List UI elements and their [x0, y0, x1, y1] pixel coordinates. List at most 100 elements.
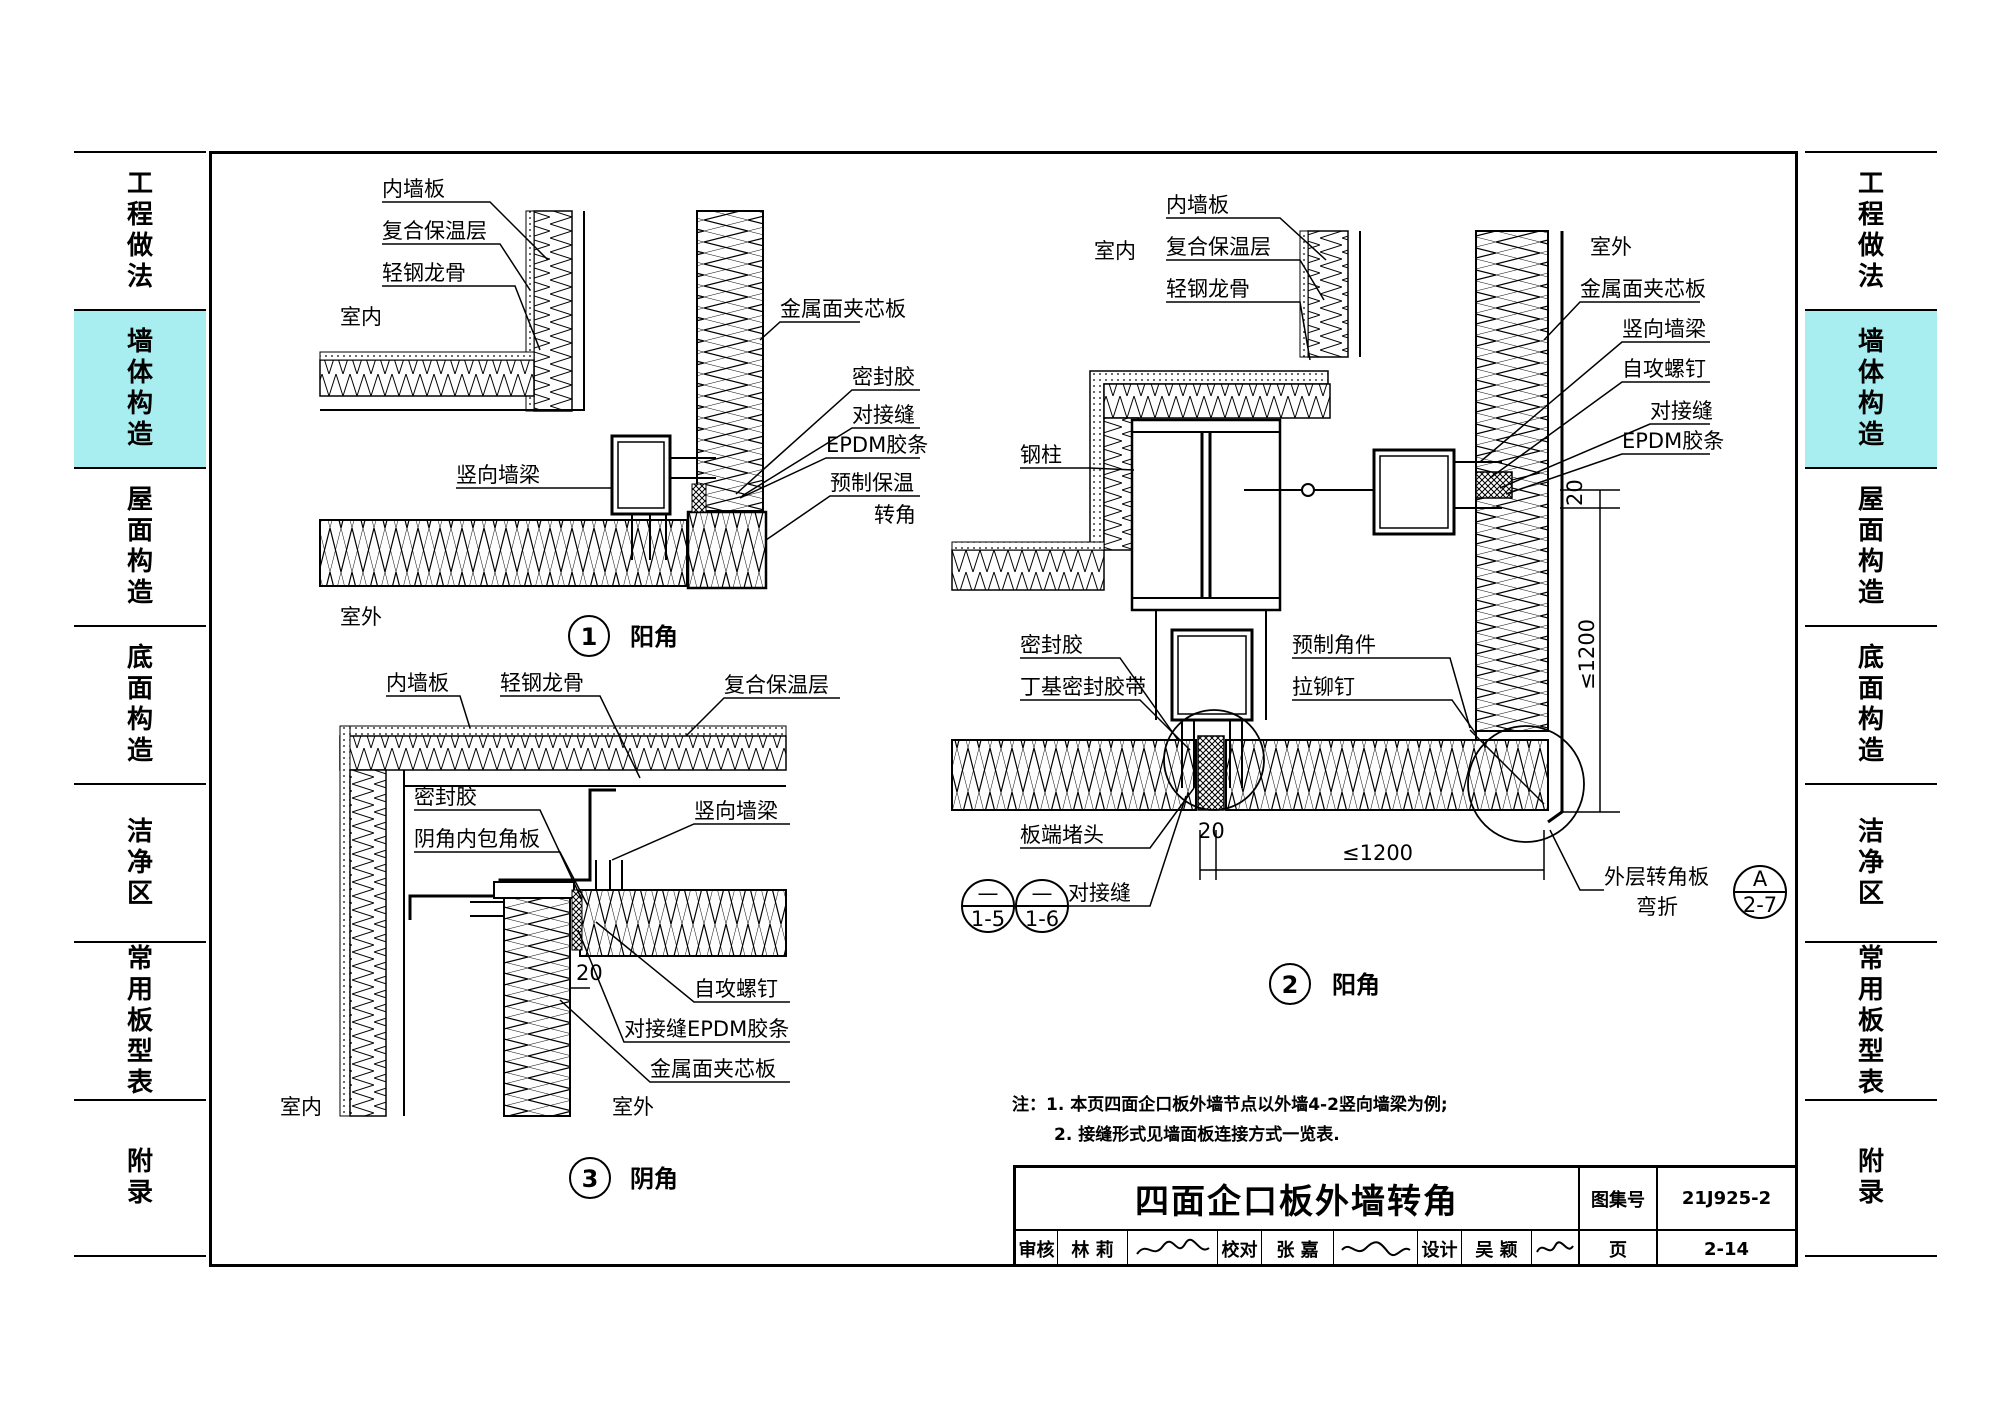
label-outdoor: 室外 — [612, 1095, 654, 1119]
vertical-wall-beam — [610, 434, 672, 516]
label-outdoor: 室外 — [1590, 235, 1632, 259]
label-self-tapping-screw: 自攻螺钉 — [694, 977, 778, 1001]
signature-image — [1135, 1238, 1210, 1255]
designer-signature — [1532, 1231, 1580, 1267]
nav-tab-label: 墙体构造 — [126, 327, 153, 450]
check-label: 校对 — [1218, 1231, 1262, 1267]
detail-2-outside-corner: 20 ≤1200 20 ≤1200 内墙板 室内 复合保温层 轻钢龙骨 室外 金… — [951, 193, 1787, 1005]
nav-tab-engineering[interactable]: 工程做法 — [74, 151, 206, 309]
nav-tab-panel-table[interactable]: 常用板型表 — [1805, 941, 1937, 1099]
label-self-tapping-screw: 自攻螺钉 — [1622, 357, 1706, 381]
nav-tab-label: 墙体构造 — [1857, 327, 1884, 450]
note-line-2: 2. 接缝形式见墙面板连接方式一览表. — [1054, 1125, 1340, 1145]
label-outer-corner-plate: 外层转角板 — [1604, 865, 1709, 889]
nav-tab-wall-construction[interactable]: 墙体构造 — [74, 309, 206, 467]
title-block: 四面企口板外墙转角 图集号 21J925-2 审核 林 莉 校对 张 嘉 设计 … — [1013, 1165, 1798, 1267]
label-inner-corner-plate: 阴角内包角板 — [414, 827, 540, 851]
label-corner: 转角 — [874, 503, 916, 527]
drawing-title: 四面企口板外墙转角 — [1016, 1168, 1580, 1231]
nav-tab-appendix[interactable]: 附录 — [1805, 1099, 1937, 1257]
design-label: 设计 — [1418, 1231, 1462, 1267]
label-butyl-tape: 丁基密封胶带 — [1020, 675, 1146, 699]
nav-tab-roof-construction[interactable]: 屋面构造 — [1805, 467, 1937, 625]
label-butt-joint: 对接缝 — [1650, 399, 1713, 423]
metal-sandwich-panel-vertical — [696, 210, 764, 512]
ref-bottom: 1-5 — [971, 907, 1005, 931]
inner-panel-horizontal — [1103, 383, 1331, 419]
label-inner-panel: 内墙板 — [386, 671, 449, 695]
label-butt-joint-epdm: 对接缝EPDM胶条 — [624, 1017, 789, 1041]
ref-bottom: 1-6 — [1025, 907, 1059, 931]
nav-tab-label: 常用板型表 — [1857, 943, 1884, 1098]
nav-tab-label: 工程做法 — [126, 169, 153, 292]
detail-caption: 阳角 — [630, 623, 678, 651]
drawing-frame — [209, 151, 1798, 1267]
label-composite-insulation: 复合保温层 — [1166, 235, 1271, 259]
label-sealant: 密封胶 — [1020, 633, 1083, 657]
nav-tab-bottom-construction[interactable]: 底面构造 — [74, 625, 206, 783]
label-panel-end-cap: 板端堵头 — [1020, 823, 1104, 847]
label-inner-panel: 内墙板 — [382, 177, 445, 201]
label-epdm-strip: EPDM胶条 — [1622, 429, 1724, 453]
atlas-number-label: 图集号 — [1580, 1168, 1658, 1231]
inner-panel-vertical — [533, 210, 573, 412]
left-section-nav: 工程做法 墙体构造 屋面构造 底面构造 洁净区 常用板型表 附录 — [74, 151, 206, 1257]
dim-1200-vertical: ≤1200 — [1575, 619, 1599, 690]
nav-tab-clean-zone[interactable]: 洁净区 — [74, 783, 206, 941]
detail-number: 3 — [582, 1165, 599, 1193]
detail-number: 1 — [581, 623, 598, 651]
label-inner-panel: 内墙板 — [1166, 193, 1229, 217]
section-ref-1-5[interactable]: — 1-5 — [961, 879, 1015, 933]
label-sealant: 密封胶 — [414, 785, 477, 809]
metal-sandwich-panel-horizontal — [579, 889, 787, 957]
label-rivet: 拉铆钉 — [1292, 675, 1355, 699]
label-composite-insulation: 复合保温层 — [724, 673, 829, 697]
label-indoor: 室内 — [340, 305, 382, 329]
nav-tab-label: 工程做法 — [1857, 169, 1884, 292]
label-prefab-corner: 预制角件 — [1292, 633, 1376, 657]
metal-sandwich-panel-horizontal-right — [1225, 739, 1549, 811]
page-number: 2-14 — [1703, 1238, 1750, 1260]
nav-tab-label: 洁净区 — [1857, 816, 1884, 909]
section-ref-1-6[interactable]: — 1-6 — [1015, 879, 1069, 933]
label-outdoor: 室外 — [340, 605, 382, 629]
label-composite-insulation: 复合保温层 — [382, 219, 487, 243]
reviewer-signature — [1128, 1231, 1218, 1267]
nav-tab-appendix[interactable]: 附录 — [74, 1099, 206, 1257]
label-epdm-strip: EPDM胶条 — [826, 433, 928, 457]
detail-number: 2 — [1282, 971, 1299, 999]
nav-tab-panel-table[interactable]: 常用板型表 — [74, 941, 206, 1099]
ref-top: — — [1032, 881, 1053, 905]
detail-caption: 阳角 — [1332, 971, 1380, 999]
label-indoor: 室内 — [280, 1095, 322, 1119]
prefab-insulated-corner — [686, 510, 768, 590]
label-bend: 弯折 — [1636, 895, 1678, 919]
nav-tab-engineering[interactable]: 工程做法 — [1805, 151, 1937, 309]
label-butt-joint-2: 对接缝 — [1068, 881, 1131, 905]
label-sealant: 密封胶 — [852, 365, 915, 389]
section-ref-a-2-7[interactable]: A 2-7 — [1733, 865, 1787, 919]
label-steel-column: 钢柱 — [1020, 443, 1062, 467]
nav-tab-bottom-construction[interactable]: 底面构造 — [1805, 625, 1937, 783]
signature-image — [1340, 1241, 1411, 1257]
signature-image — [1536, 1241, 1574, 1253]
detail-1-outside-corner: 内墙板 复合保温层 轻钢龙骨 室内 金属面夹芯板 密封胶 对接缝 EPDM胶条 … — [319, 177, 928, 657]
nav-tab-clean-zone[interactable]: 洁净区 — [1805, 783, 1937, 941]
inner-panel-horizontal — [319, 359, 535, 397]
label-vertical-beam: 竖向墙梁 — [694, 799, 778, 823]
nav-tab-roof-construction[interactable]: 屋面构造 — [74, 467, 206, 625]
atlas-number: 21J925-2 — [1658, 1168, 1795, 1231]
vertical-wall-beam — [408, 788, 616, 920]
page-label: 页 — [1580, 1231, 1658, 1267]
nav-tab-wall-construction[interactable]: 墙体构造 — [1805, 309, 1937, 467]
ref-bottom: 2-7 — [1743, 893, 1777, 917]
inner-panel-horizontal — [339, 735, 787, 771]
dim-20-vertical: 20 — [1563, 479, 1587, 506]
reviewer-name: 林 莉 — [1058, 1231, 1128, 1267]
metal-sandwich-panel-horizontal — [319, 519, 688, 587]
nav-tab-label: 附录 — [1857, 1147, 1884, 1208]
label-prefab-insulation: 预制保温 — [830, 471, 914, 495]
ref-top: — — [978, 881, 999, 905]
detail-caption: 阴角 — [630, 1165, 678, 1193]
